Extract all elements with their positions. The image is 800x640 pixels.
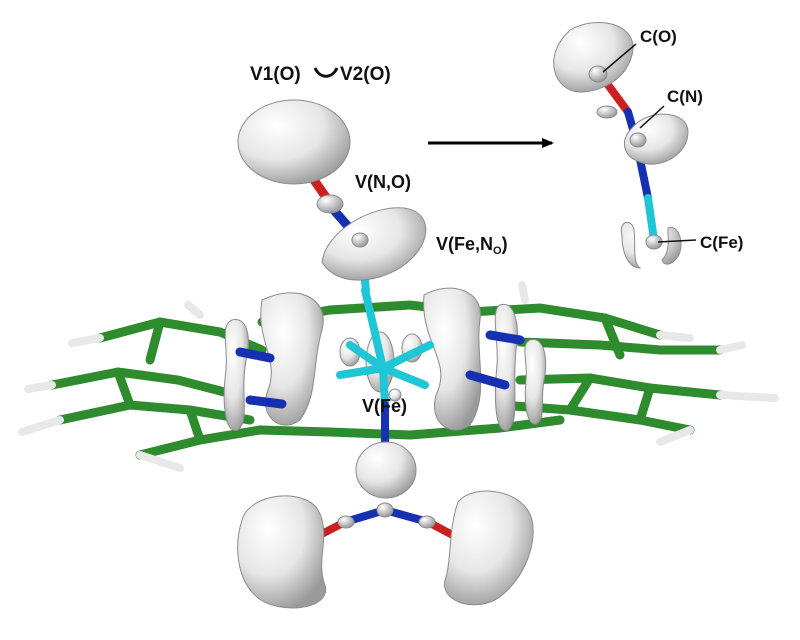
- leader-lines: [602, 43, 697, 243]
- fe-n-bonds: [336, 286, 434, 389]
- atom-o-inset: [588, 65, 608, 83]
- label-v-fe: V(Fe): [362, 396, 407, 416]
- label-c-fe: C(Fe): [700, 233, 743, 252]
- basin-v1-v2-o: [237, 99, 351, 185]
- basin-c-fe: [620, 221, 682, 269]
- atom-n-top: [351, 232, 369, 248]
- label-v-fe-no: V(Fe,NO): [436, 234, 508, 257]
- label-v2-o: V2(O): [340, 64, 391, 85]
- basin-v-fe-no: [321, 207, 427, 281]
- basin-c-o: [553, 22, 634, 93]
- label-v-n-o: V(N,O): [355, 172, 411, 192]
- bottom-ligand: [237, 441, 534, 609]
- basin-v-n-o: [316, 194, 344, 214]
- hydrogen-atoms: [18, 281, 779, 472]
- disynaptic-arc-icon: [313, 67, 339, 78]
- label-c-o: C(O): [640, 27, 677, 46]
- basin-small-inset: [596, 105, 618, 119]
- label-c-n: C(N): [667, 87, 703, 106]
- label-v1-o: V1(O): [250, 64, 301, 85]
- porphyrin-nitrogens: [235, 330, 525, 409]
- atom-n-inset: [629, 132, 647, 148]
